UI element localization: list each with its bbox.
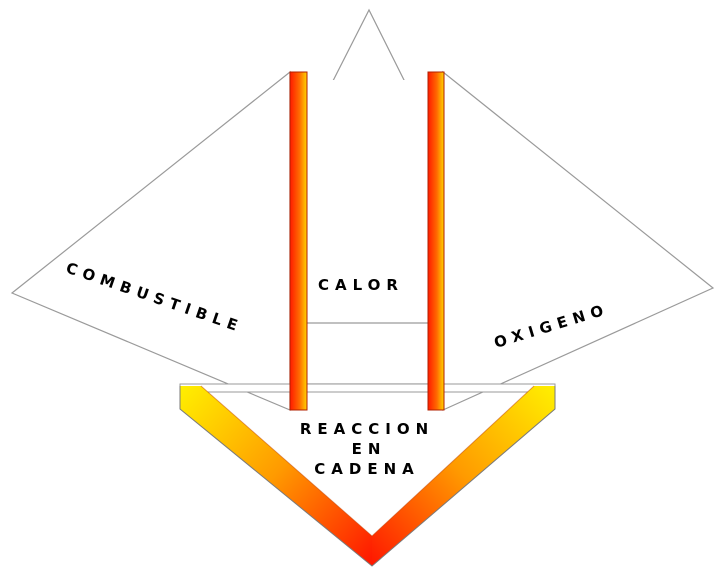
oxigeno-face [443, 72, 713, 410]
left-fire-bar [290, 72, 307, 410]
reaccion-label-line3: CADENA [314, 460, 419, 478]
reaccion-label-line2: EN [352, 440, 387, 458]
reaccion-label-line1: REACCION [300, 420, 434, 438]
chevron-top-bar [180, 384, 555, 392]
combustible-face [12, 72, 290, 410]
right-fire-bar [428, 72, 444, 410]
calor-label: CALOR [318, 276, 404, 294]
calor-panel [307, 80, 428, 410]
